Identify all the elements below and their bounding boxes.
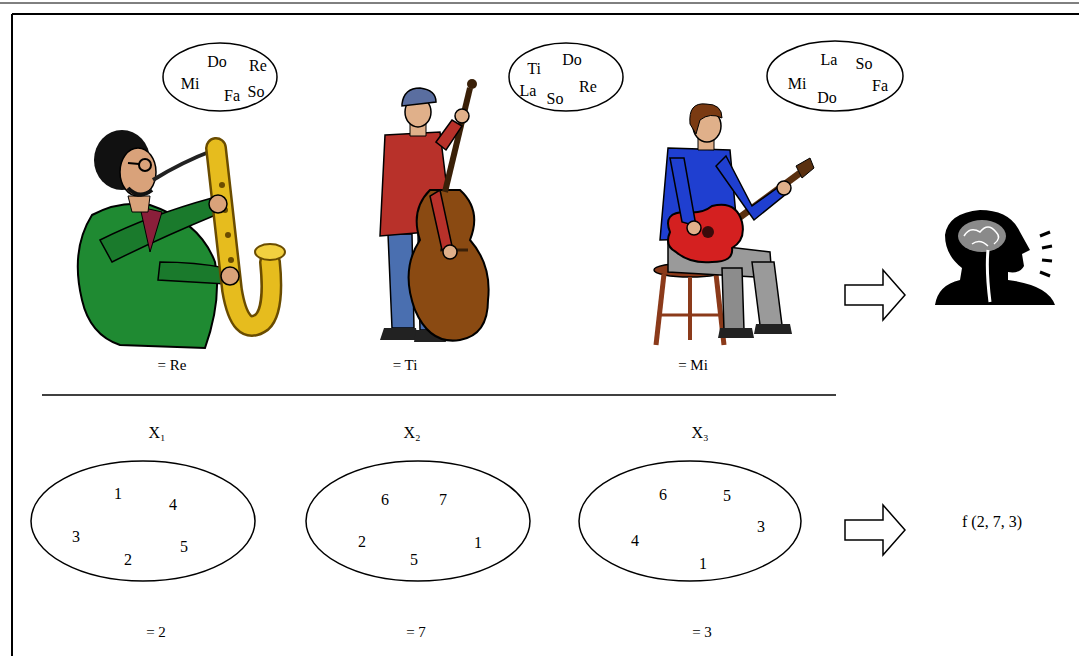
frame-line: [0, 3, 1079, 4]
frame-line: [12, 13, 1079, 15]
ellipse-outline: [305, 460, 531, 582]
syllable: Fa: [224, 87, 240, 105]
syllable: Re: [249, 57, 267, 75]
value-label: = 2: [146, 624, 166, 641]
syllable: Fa: [872, 77, 888, 95]
block-arrow: [845, 270, 905, 320]
number: 6: [381, 491, 389, 509]
function-expression: f (2, 7, 3): [962, 513, 1022, 531]
syllable: La: [821, 51, 838, 69]
value-set: 1 4 3 2 5: [30, 460, 256, 582]
number: 5: [410, 551, 418, 569]
ellipse-outline: [162, 42, 278, 112]
value-set: 6 5 4 3 1: [578, 460, 802, 582]
head-silhouette: [935, 210, 1055, 305]
thought-bubble: Ti DoLa So Re: [508, 42, 624, 112]
syllable: So: [547, 90, 564, 108]
value-label: = Ti: [393, 357, 418, 374]
number: 1: [474, 534, 482, 552]
value-label: = 7: [406, 624, 426, 641]
value-label: = 3: [692, 624, 712, 641]
ellipse-outline: [578, 460, 802, 582]
syllable: Do: [207, 53, 227, 71]
value-label: = Re: [158, 357, 187, 374]
block-arrow: [845, 505, 905, 555]
number: 1: [699, 555, 707, 573]
number: 7: [439, 491, 447, 509]
syllable: Mi: [181, 75, 200, 93]
number: 2: [124, 551, 132, 569]
number: 6: [659, 486, 667, 504]
divider-line: [42, 394, 836, 396]
number: 3: [72, 528, 80, 546]
number: 3: [757, 518, 765, 536]
syllable: Re: [579, 78, 597, 96]
bass-player: [380, 79, 489, 342]
guitar-player: [654, 104, 814, 345]
syllable: So: [856, 55, 873, 73]
value-set: 6 7 2 5 1: [305, 460, 531, 582]
variable-name: X₂: [403, 424, 420, 442]
ellipse-outline: [30, 460, 256, 582]
number: 5: [180, 538, 188, 556]
frame-line: [11, 14, 13, 656]
saxophone-player: [78, 130, 285, 348]
syllable: Ti: [527, 60, 541, 78]
number: 1: [114, 485, 122, 503]
syllable: So: [248, 83, 265, 101]
thought-bubble: Do ReMiFa So: [162, 42, 278, 112]
number: 4: [631, 532, 639, 550]
variable-name: X₁: [148, 424, 165, 442]
thought-bubble: La SoMiDo Fa: [766, 40, 904, 112]
syllable: Do: [817, 89, 837, 107]
syllable: Mi: [788, 75, 807, 93]
variable-name: X₃: [691, 424, 708, 442]
number: 2: [358, 533, 366, 551]
number: 4: [169, 496, 177, 514]
syllable: La: [520, 82, 537, 100]
number: 5: [723, 487, 731, 505]
value-label: = Mi: [678, 357, 708, 374]
syllable: Do: [562, 51, 582, 69]
